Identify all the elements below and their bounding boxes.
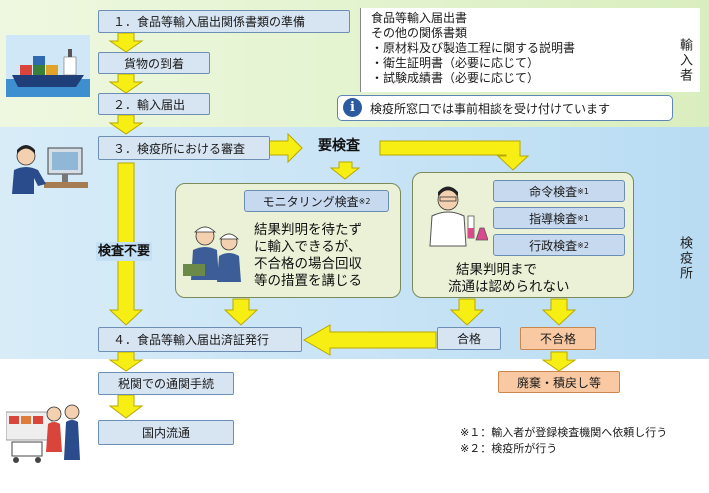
hold-text: 結果判明まで 流通は認められない [448,262,570,296]
hold-line: 流通は認められない [448,279,570,295]
inspection-type-order: 命令検査※1 [493,180,625,202]
result-pass-label: 合格 [456,332,481,346]
step-inspection-label: ３．検疫所における審査 [113,141,246,156]
monitoring-title: モニタリング検査 [262,194,359,209]
arrow-fail-to-disposal [541,351,577,372]
result-pass: 合格 [437,327,501,350]
hold-line: 結果判明まで [456,262,537,278]
document-item: ・衛生証明書（必要に応じて） [371,56,540,70]
result-fail-label: 不合格 [539,332,576,346]
inspection-type-mark: ※1 [577,186,589,196]
step-customs-label: 税関での通関手続 [117,377,214,391]
arrow-customs-to-distribution [108,394,144,419]
inspectors-illustration [183,226,241,282]
document-list: 食品等輸入届出書 その他の関係書類 ・原材料及び製造工程に関する説明書 ・衛生証… [360,8,700,92]
step-customs: 税関での通関手続 [98,372,234,395]
step-notification-label: ２．輸入届出 [113,97,186,112]
footnote-2: ※２：検疫所が行う [460,442,558,455]
monitoring-text: 結果判明を待たず に輸入できるが、 不合格の場合回収 等の措置を講じる [254,222,362,290]
arrow-certificate-to-customs [108,351,144,372]
step-inspection: ３．検疫所における審査 [98,136,270,160]
step-prepare-label: １．食品等輸入届出関係書類の準備 [113,15,306,29]
step-certificate: ４．食品等輸入届出済証発行 [98,327,302,352]
step-prepare: １．食品等輸入届出関係書類の準備 [98,10,350,33]
step-notification: ２．輸入届出 [98,93,210,115]
monitoring-line: に輸入できるが、 [254,239,362,255]
arrow-to-mandatory [379,140,530,171]
arrow-prepare-to-arrival [108,32,144,53]
arrow-notification-to-inspection [108,114,144,135]
step-certificate-label: ４．食品等輸入届出済証発行 [113,333,270,347]
lab-scientist-illustration [429,186,488,247]
document-item: ・原材料及び製造工程に関する説明書 [371,41,576,55]
monitoring-line: 結果判明を待たず [254,222,362,238]
arrow-monitoring-to-certificate [223,298,259,326]
footnote-1: ※１：輸入者が登録検査機関へ依頼し行う [460,426,668,439]
importer-label: 輸入者 [677,38,692,83]
monitoring-line: 不合格の場合回収 [254,256,362,272]
monitoring-line: 等の措置を講じる [254,273,362,289]
arrow-to-pass [449,298,485,326]
arrow-to-fail [541,298,577,326]
inspection-type-label: 命令検査 [529,184,578,199]
arrow-to-monitoring [329,161,361,180]
shoppers-illustration [6,404,80,463]
office-worker-illustration [12,145,88,194]
consultation-notice: i 検疫所窓口では事前相談を受け付けています [337,95,673,121]
step-arrival: 貨物の到着 [98,52,210,74]
step-distribution-label: 国内流通 [141,426,190,440]
consultation-notice-text: 検疫所窓口では事前相談を受け付けています [370,101,611,116]
inspection-type-administrative: 行政検査※2 [493,234,625,256]
inspection-type-label: 行政検査 [529,238,578,253]
document-title-1: 食品等輸入届出書 [371,11,468,25]
inspection-type-guidance: 指導検査※1 [493,207,625,229]
monitoring-title-box: モニタリング検査※2 [244,190,389,212]
disposal-label: 廃棄・積戻し等 [516,375,601,390]
arrow-to-inspection-required [267,132,303,164]
cargo-ship-illustration [6,35,90,97]
document-title-2: その他の関係書類 [371,26,468,40]
step-arrival-label: 貨物の到着 [123,56,184,71]
result-fail: 不合格 [520,327,596,350]
monitoring-mark: ※2 [358,196,371,206]
arrow-pass-to-certificate [302,324,437,356]
arrow-arrival-to-notification [108,73,144,94]
inspection-required-label: 要検査 [318,138,360,154]
no-inspection-label: 検査不要 [96,242,153,261]
inspection-type-mark: ※2 [577,240,589,250]
inspection-type-mark: ※1 [577,213,589,223]
disposal-box: 廃棄・積戻し等 [498,371,620,393]
quarantine-label: 検疫所 [677,236,692,281]
step-distribution: 国内流通 [98,420,234,445]
document-item: ・試験成績書（必要に応じて） [371,71,540,85]
info-icon: i [343,98,362,117]
inspection-type-label: 指導検査 [529,211,578,226]
